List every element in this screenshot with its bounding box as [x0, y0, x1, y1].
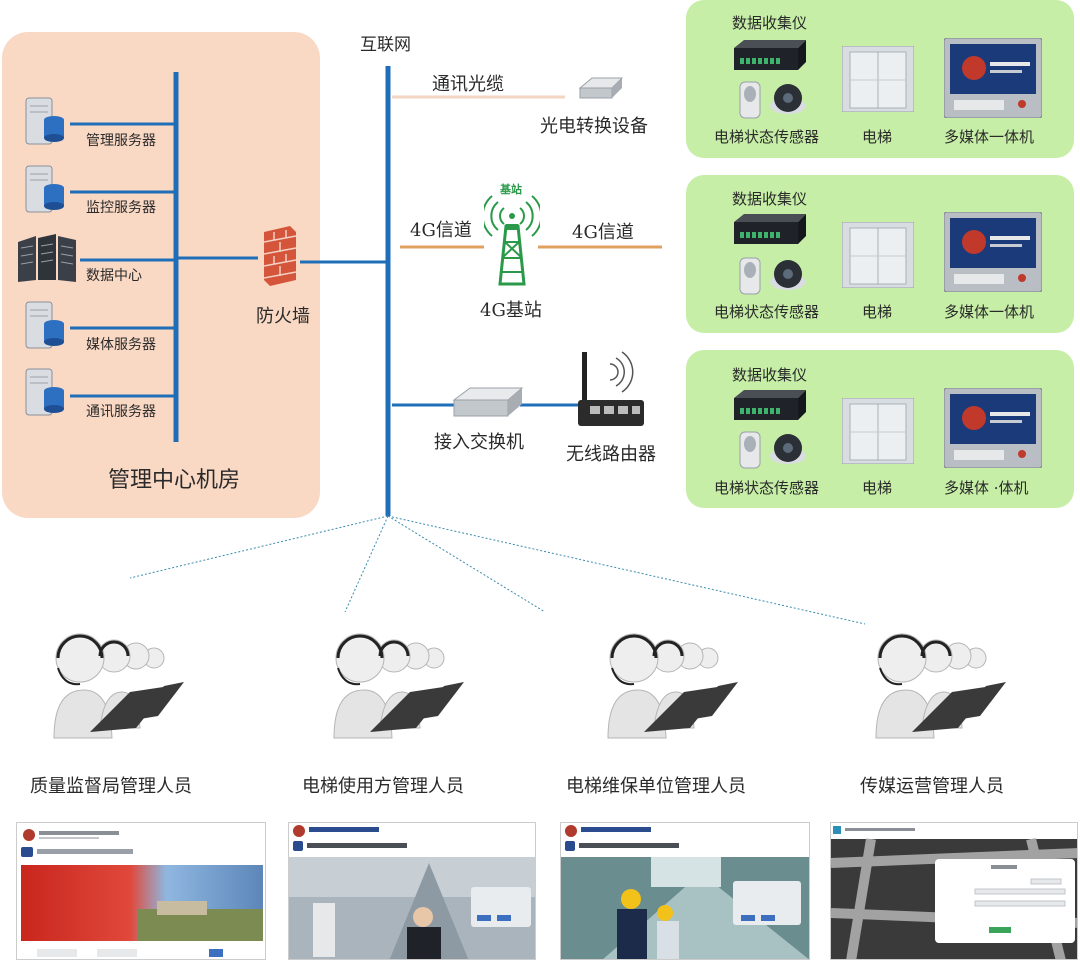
operator-label-1: 质量监督局管理人员 — [30, 776, 192, 797]
kiosk-icon — [944, 388, 1042, 468]
collector-icon — [732, 38, 808, 72]
base-station-tag: 基站 — [500, 183, 522, 196]
channel-left-label: 4G信道 — [410, 220, 472, 241]
site1-kiosk-label: 多媒体一体机 — [944, 128, 1035, 146]
site2-elevator-label: 电梯 — [862, 303, 893, 321]
site1-sensor-label: 电梯状态传感器 — [714, 128, 820, 146]
internet-label: 互联网 — [360, 35, 411, 55]
site2-kiosk-label: 多媒体一体机 — [944, 303, 1035, 321]
server-icon — [24, 96, 64, 148]
fiber-cable-label: 通讯光缆 — [432, 74, 504, 95]
operator-label-2: 电梯使用方管理人员 — [302, 776, 464, 797]
site2-collector-label: 数据收集仪 — [732, 190, 808, 208]
operator-group-icon — [50, 628, 190, 740]
site3-kiosk-label: 多媒体 ·体机 — [944, 479, 1029, 497]
kiosk-icon — [944, 212, 1042, 292]
elevator-icon — [842, 222, 914, 288]
server-icon — [24, 367, 64, 419]
operator-label-3: 电梯维保单位管理人员 — [566, 776, 746, 797]
platform-screenshot-2 — [288, 822, 536, 960]
optical-converter-label: 光电转换设备 — [540, 116, 648, 137]
sensor-icon — [738, 430, 762, 470]
elevator-icon — [842, 398, 914, 464]
base-station-icon — [484, 192, 540, 288]
server-label-5: 通讯服务器 — [86, 404, 156, 420]
operator-link-4 — [387, 515, 866, 625]
firewall-icon — [260, 226, 300, 286]
platform-screenshot-3 — [560, 822, 810, 960]
operator-group-icon — [330, 628, 470, 740]
router-icon — [574, 350, 654, 432]
optical-converter-icon — [578, 74, 624, 104]
platform-screenshot-1 — [16, 822, 266, 960]
operator-label-4: 传媒运营管理人员 — [860, 776, 1004, 797]
camera-icon — [768, 80, 808, 116]
server-label-2: 监控服务器 — [86, 200, 156, 216]
access-switch-label: 接入交换机 — [434, 432, 524, 453]
operator-group-icon — [872, 628, 1012, 740]
kiosk-icon — [944, 38, 1042, 118]
site3-elevator-label: 电梯 — [862, 479, 893, 497]
server-icon — [24, 300, 64, 352]
wireless-router-label: 无线路由器 — [566, 444, 656, 465]
management-center-title: 管理中心机房 — [108, 468, 241, 493]
server-label-4: 媒体服务器 — [86, 337, 156, 353]
base-station-label: 4G基站 — [480, 300, 542, 321]
site3-sensor-label: 电梯状态传感器 — [714, 479, 820, 497]
channel-right-label: 4G信道 — [572, 222, 634, 243]
server-icon — [24, 164, 64, 216]
operator-link-1 — [129, 515, 389, 579]
sensor-icon — [738, 80, 762, 120]
server-label-1: 管理服务器 — [86, 133, 156, 149]
data-rack-icon — [14, 234, 80, 284]
collector-icon — [732, 212, 808, 246]
server-label-3: 数据中心 — [86, 268, 142, 284]
camera-icon — [768, 430, 808, 466]
site1-collector-label: 数据收集仪 — [732, 14, 808, 32]
collector-icon — [732, 388, 808, 422]
firewall-label: 防火墙 — [256, 306, 310, 327]
elevator-icon — [842, 46, 914, 112]
site2-sensor-label: 电梯状态传感器 — [714, 303, 820, 321]
site3-collector-label: 数据收集仪 — [732, 366, 808, 384]
camera-icon — [768, 256, 808, 292]
site1-elevator-label: 电梯 — [862, 128, 893, 146]
operator-link-2 — [344, 515, 389, 613]
operator-group-icon — [604, 628, 744, 740]
sensor-icon — [738, 256, 762, 296]
switch-icon — [452, 384, 524, 422]
operator-link-3 — [387, 515, 546, 613]
platform-screenshot-4 — [830, 822, 1078, 960]
